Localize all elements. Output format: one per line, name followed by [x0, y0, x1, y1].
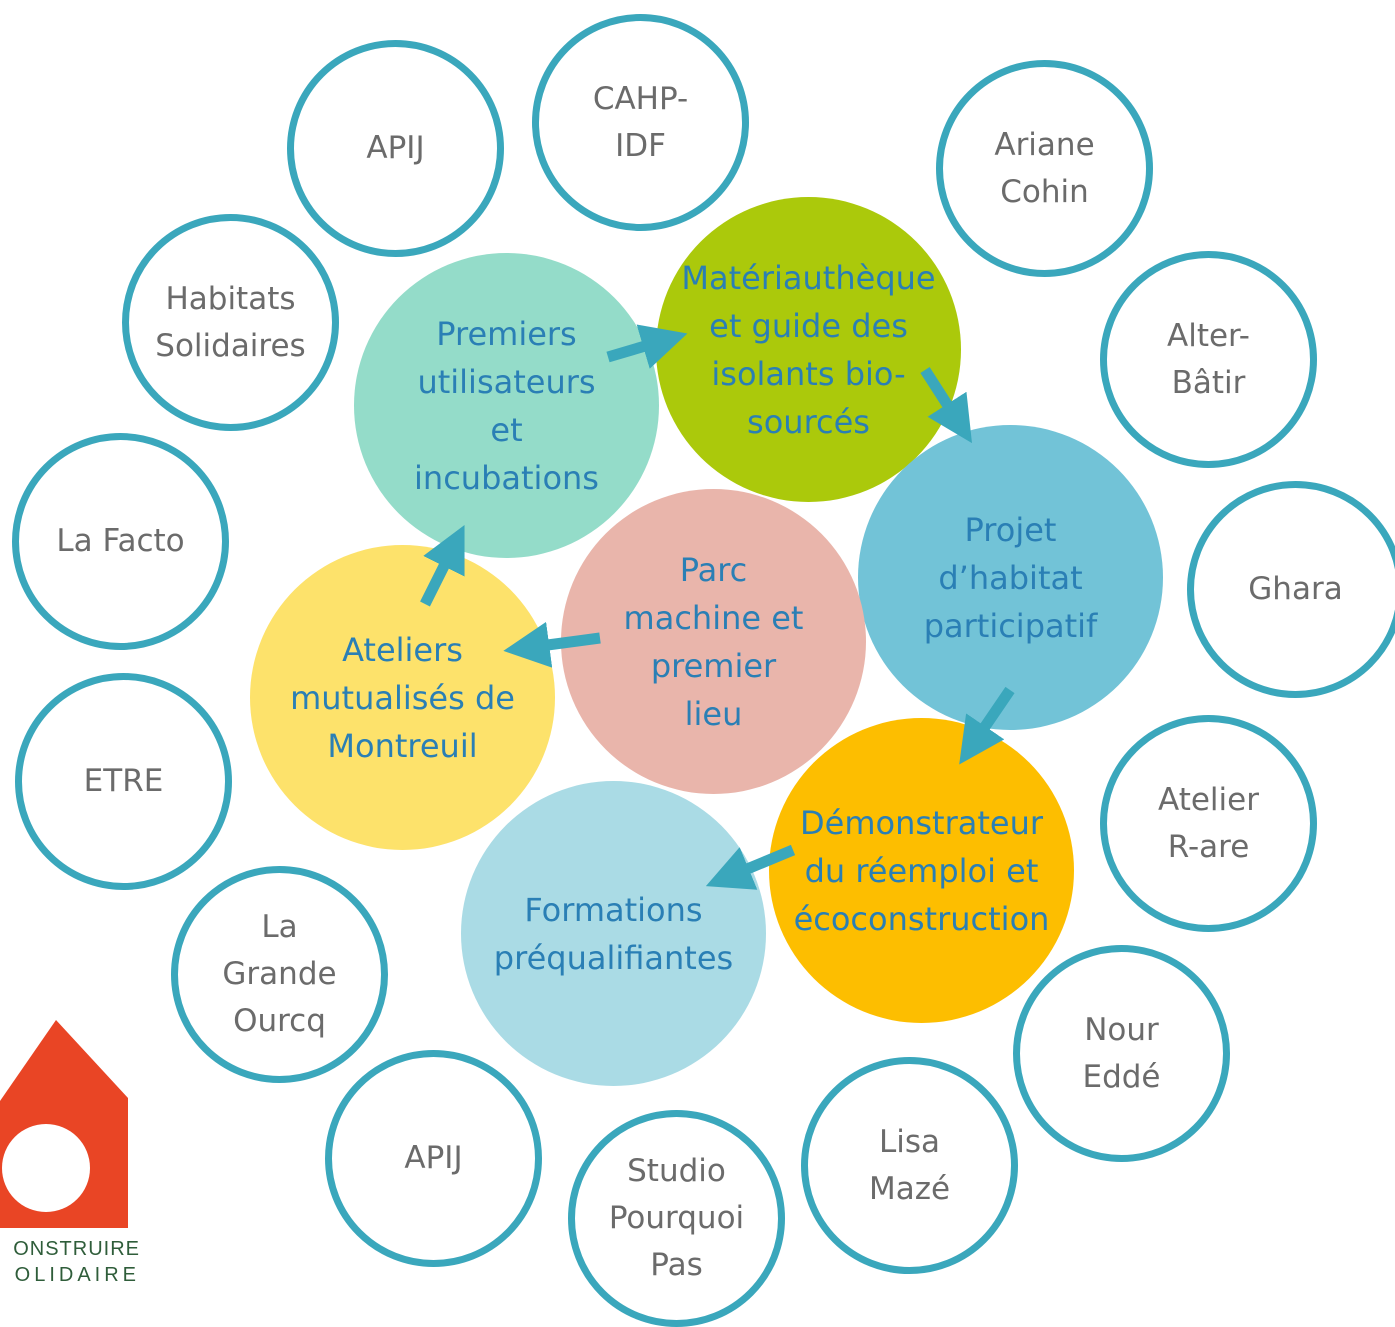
partner-la-facto: La Facto	[12, 433, 229, 650]
partner-studio-pourquoi-pas: Studio Pourquoi Pas	[568, 1110, 785, 1327]
stage-formations: Formations préqualifiantes	[461, 781, 766, 1086]
partner-label: Ariane Cohin	[994, 126, 1095, 210]
partner-ghara: Ghara	[1187, 481, 1395, 698]
partner-label: Alter- Bâtir	[1167, 317, 1250, 401]
partner-label: ETRE	[83, 763, 164, 799]
stage-demonstrateur: Démonstrateur du réemploi et écoconstruc…	[769, 718, 1074, 1023]
partner-label: Nour Eddé	[1082, 1011, 1161, 1095]
logo-text-line1: ONSTRUIRE	[13, 1238, 140, 1260]
stage-ateliers-mutualises: Ateliers mutualisés de Montreuil	[250, 545, 555, 850]
partner-label: CAHP- IDF	[592, 80, 689, 164]
partner-ariane-cohin: Ariane Cohin	[936, 60, 1153, 277]
partner-label: APIJ	[404, 1140, 463, 1176]
partner-etre: ETRE	[15, 673, 232, 890]
partner-label: La Facto	[56, 523, 185, 559]
partner-label: Ghara	[1248, 571, 1343, 607]
stage-label: Projet d’habitat participatif	[923, 510, 1098, 645]
partner-label: La Grande Ourcq	[222, 909, 337, 1039]
stage-premiers-utilisateurs: Premiers utilisateurs et incubations	[354, 253, 659, 558]
construire-solidaire-logo: ONSTRUIRE OLIDAIRE	[0, 1018, 140, 1318]
partner-atelier-r-are: Atelier R-are	[1100, 715, 1317, 932]
stage-label: Ateliers mutualisés de Montreuil	[290, 630, 515, 765]
partner-label: Habitats Solidaires	[155, 280, 306, 364]
partner-label: Atelier R-are	[1158, 781, 1259, 865]
stage-label: Parc machine et premier lieu	[623, 550, 804, 733]
stage-label: Matériauthèque et guide des isolants bio…	[681, 258, 936, 441]
partner-habitats-solidaires: Habitats Solidaires	[122, 214, 339, 431]
stage-projet-habitat: Projet d’habitat participatif	[858, 425, 1163, 730]
partner-la-grande-ourcq: La Grande Ourcq	[171, 866, 388, 1083]
house-logo-icon	[0, 1020, 128, 1228]
partner-apij-top: APIJ	[287, 40, 504, 257]
stage-label: Premiers utilisateurs et incubations	[414, 314, 599, 497]
partner-cahp-idf: CAHP- IDF	[532, 14, 749, 231]
stage-label: Démonstrateur du réemploi et écoconstruc…	[793, 803, 1050, 938]
partner-alter-batir: Alter- Bâtir	[1100, 251, 1317, 468]
stage-label: Formations préqualifiantes	[493, 890, 734, 977]
partner-label: Studio Pourquoi Pas	[608, 1153, 745, 1283]
stage-parc-machine: Parc machine et premier lieu	[561, 489, 866, 794]
partner-nour-edde: Nour Eddé	[1013, 945, 1230, 1162]
logo-text-line2: OLIDAIRE	[14, 1264, 140, 1286]
partner-label: Lisa Mazé	[868, 1123, 951, 1207]
partner-label: APIJ	[366, 130, 425, 166]
partner-lisa-maze: Lisa Mazé	[801, 1057, 1018, 1274]
partner-apij-bottom: APIJ	[325, 1050, 542, 1267]
stage-materiautheque: Matériauthèque et guide des isolants bio…	[656, 197, 961, 502]
